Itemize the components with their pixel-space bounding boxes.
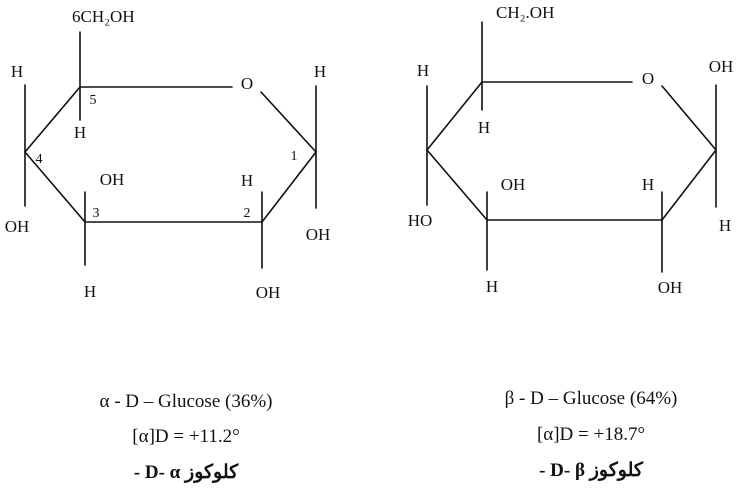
alpha-specific-rotation: [α]D = +11.2° xyxy=(132,426,239,447)
beta-h2-top-label: H xyxy=(642,175,654,194)
alpha-oh2-bottom-label: OH xyxy=(256,283,281,302)
alpha-substituent-bonds xyxy=(24,31,317,269)
alpha-ring-oxygen-label: O xyxy=(241,74,253,93)
alpha-oh4-label: OH xyxy=(5,217,30,236)
beta-oh3-top-label: OH xyxy=(501,175,526,194)
alpha-h1-top-label: H xyxy=(314,62,326,81)
alpha-ring-bonds xyxy=(24,86,317,223)
alpha-c3-number: 3 xyxy=(93,206,100,221)
alpha-atom-labels: 6CH₂OH H 5 O H H 4 1 OH H 3 2 OH OH H OH xyxy=(5,7,331,302)
beta-substituent-bonds xyxy=(426,21,717,273)
alpha-c4-number: 4 xyxy=(36,152,43,167)
beta-glucose-structure: CH₂.OH H O OH H OH H HO H H OH xyxy=(408,3,734,297)
beta-ho4-label: HO xyxy=(408,211,433,230)
beta-caption: β - D – Glucose (64%) [α]D = +18.7° کلوک… xyxy=(505,388,678,481)
beta-ring-bonds xyxy=(426,81,717,221)
beta-oh2-bottom-label: OH xyxy=(658,278,683,297)
beta-h1-bottom-label: H xyxy=(719,216,731,235)
beta-name: β - D – Glucose (64%) xyxy=(505,388,678,409)
alpha-h3-bottom-label: H xyxy=(84,282,96,301)
alpha-h2-top-label: H xyxy=(241,171,253,190)
beta-h5-top-label: H xyxy=(417,61,429,80)
alpha-h5-bottom-label: H xyxy=(74,123,86,142)
alpha-h5-top-label: H xyxy=(11,62,23,81)
alpha-name: α - D – Glucose (36%) xyxy=(100,391,273,412)
alpha-c1-number: 1 xyxy=(291,149,298,164)
beta-specific-rotation: [α]D = +18.7° xyxy=(537,424,645,445)
alpha-c6-label: 6CH₂OH xyxy=(72,7,135,26)
beta-h5-bottom-label: H xyxy=(478,118,490,137)
beta-h3-bottom-label: H xyxy=(486,277,498,296)
alpha-caption: α - D – Glucose (36%) [α]D = +11.2° کلوک… xyxy=(100,391,273,483)
alpha-oh3-top-label: OH xyxy=(100,170,125,189)
alpha-c2-number: 2 xyxy=(244,206,251,221)
beta-atom-labels: CH₂.OH H O OH H OH H HO H H OH xyxy=(408,3,734,297)
beta-c6-label: CH₂.OH xyxy=(496,3,554,22)
beta-oh1-top-label: OH xyxy=(709,57,734,76)
alpha-c5-number: 5 xyxy=(90,93,97,108)
beta-ring-oxygen-label: O xyxy=(642,69,654,88)
alpha-glucose-structure: 6CH₂OH H 5 O H H 4 1 OH H 3 2 OH OH H OH xyxy=(5,7,331,302)
alpha-arabic-name: کلوکوز D- α - xyxy=(134,462,239,483)
alpha-oh1-label: OH xyxy=(306,225,331,244)
beta-arabic-name: کلوکوز D- β - xyxy=(539,460,644,481)
